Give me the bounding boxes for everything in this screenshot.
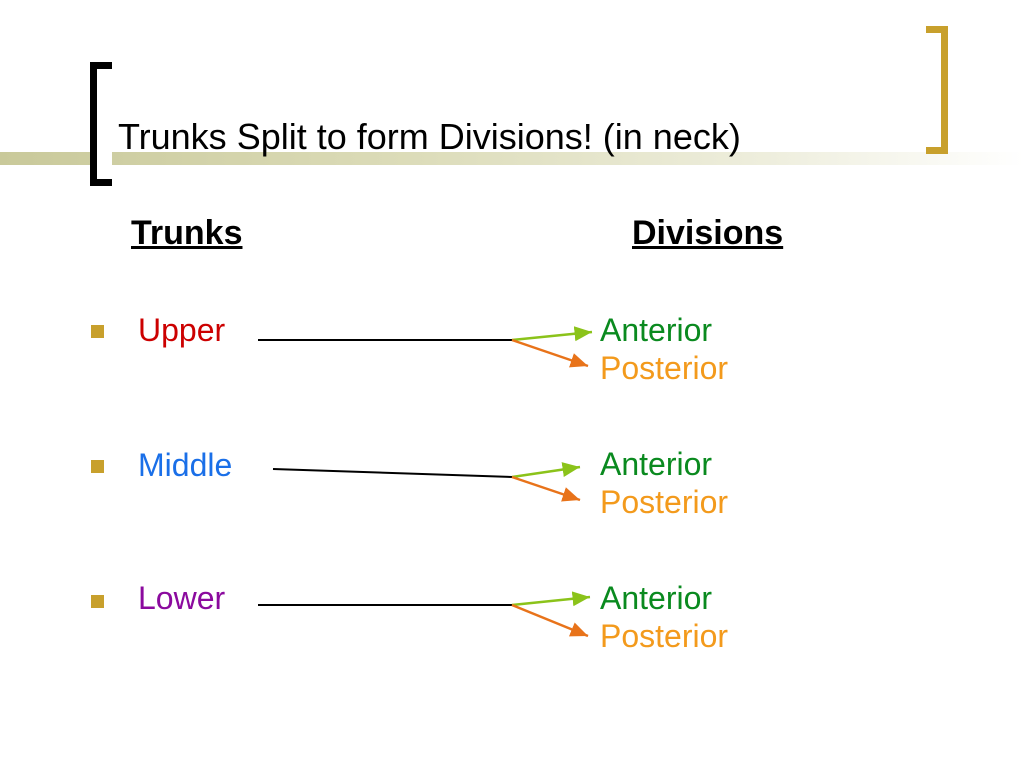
posterior-arrow-upper <box>511 338 589 368</box>
trunk-middle: Middle <box>138 447 233 483</box>
trunk-line-middle <box>272 468 513 478</box>
posterior-arrow-lower <box>511 603 589 638</box>
anterior-arrow-middle <box>511 462 581 479</box>
left-bracket-decoration <box>90 62 112 186</box>
division-posterior-lower: Posterior <box>600 618 729 654</box>
division-posterior-middle: Posterior <box>600 484 729 520</box>
title-underline-bar <box>0 152 1024 165</box>
slide-title: Trunks Split to form Divisions! (in neck… <box>118 116 741 157</box>
anterior-arrow-lower <box>511 591 591 607</box>
trunks-column-header: Trunks <box>131 214 243 252</box>
bullet-middle <box>91 460 104 473</box>
division-anterior-upper: Anterior <box>600 312 713 348</box>
bullet-lower <box>91 595 104 608</box>
trunk-upper: Upper <box>138 312 226 348</box>
divisions-column-header: Divisions <box>632 214 784 252</box>
posterior-arrow-middle <box>511 475 581 502</box>
right-bracket-decoration <box>926 26 948 154</box>
trunk-lower: Lower <box>138 580 226 616</box>
division-posterior-upper: Posterior <box>600 350 729 386</box>
division-anterior-lower: Anterior <box>600 580 713 616</box>
division-anterior-middle: Anterior <box>600 446 713 482</box>
anterior-arrow-upper <box>511 326 593 342</box>
bullet-upper <box>91 325 104 338</box>
